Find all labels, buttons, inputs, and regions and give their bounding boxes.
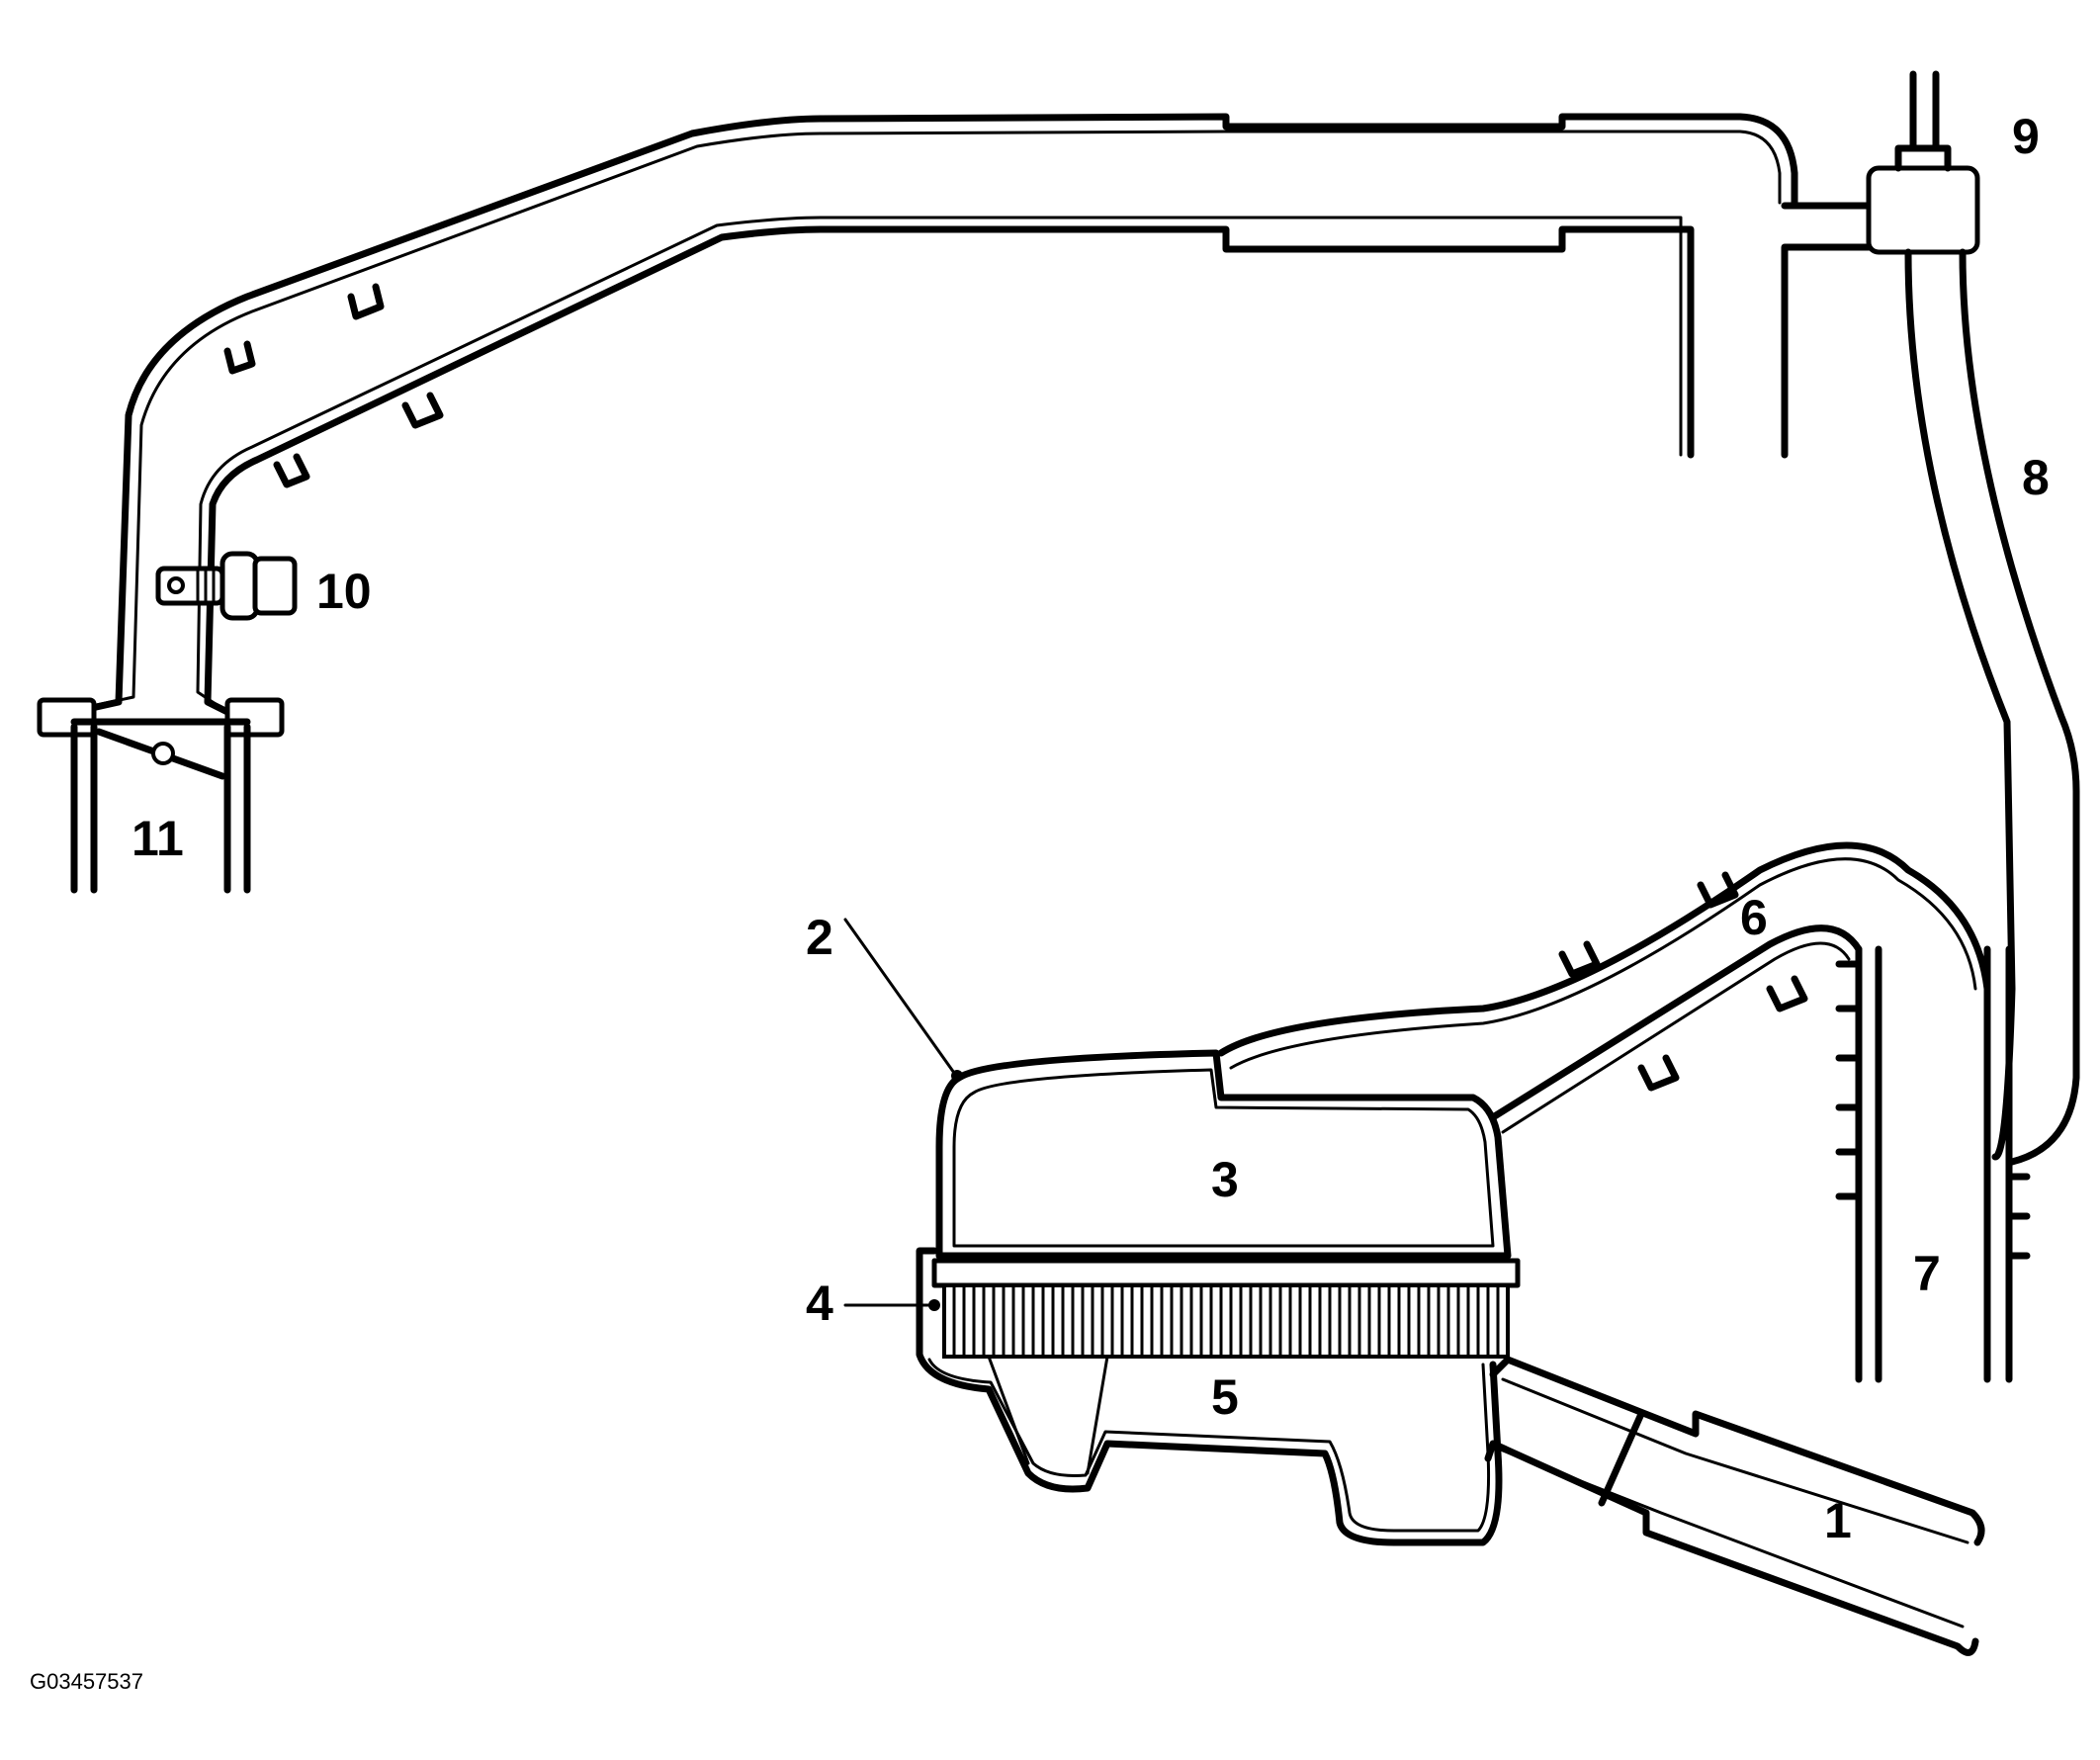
figure-id: G03457537 <box>30 1669 143 1694</box>
breather-hose-8 <box>1904 248 2080 1166</box>
callout-2: 2 <box>806 910 833 965</box>
intake-snorkel-1 <box>1484 1356 1985 1656</box>
filter-element-4 <box>942 1283 1510 1359</box>
filter-frame <box>931 1258 1521 1288</box>
callout-11: 11 <box>131 811 184 866</box>
callout-8: 8 <box>2022 450 2050 505</box>
sensor-10 <box>155 551 298 621</box>
callout-1: 1 <box>1824 1493 1852 1548</box>
callout-5: 5 <box>1211 1369 1239 1425</box>
callout-9: 9 <box>2012 109 2040 164</box>
callout-6: 6 <box>1740 890 1768 945</box>
vent-connector <box>1781 70 1980 459</box>
intake-duct-6 <box>1217 841 1991 1134</box>
air-cleaner-housing-2 <box>916 1049 1521 1546</box>
leader-lines <box>843 918 963 1311</box>
callout-10: 10 <box>316 564 372 619</box>
callout-4: 4 <box>806 1276 833 1331</box>
callout-7: 7 <box>1913 1246 1941 1301</box>
callout-3: 3 <box>1211 1152 1239 1207</box>
connector-9 <box>1866 165 1980 255</box>
throttle-body-11 <box>37 697 285 894</box>
upper-intake-duct <box>70 113 1798 716</box>
intake-pipe-7 <box>1835 945 2031 1383</box>
